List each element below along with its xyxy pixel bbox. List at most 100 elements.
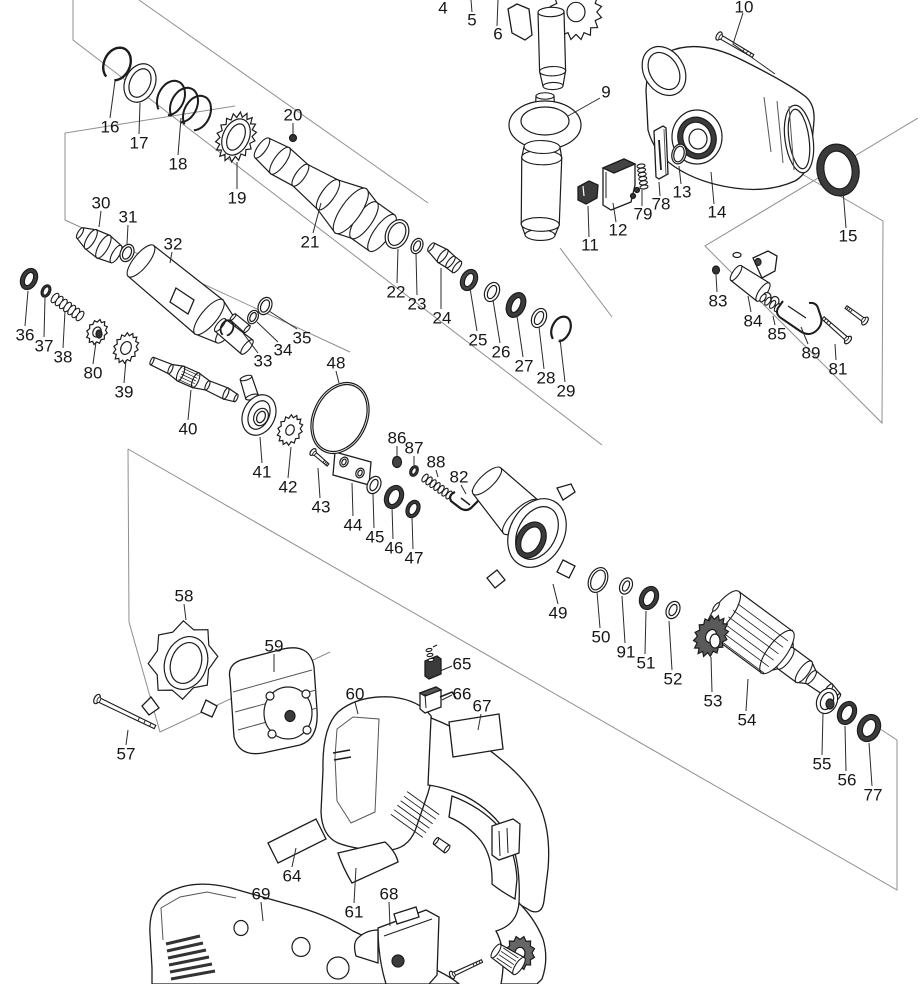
leader-line: [868, 742, 873, 787]
leader-line: [621, 595, 626, 644]
part-handle-clamp-4-6: [507, 0, 603, 91]
part-number-label: 85: [768, 325, 787, 344]
part-number-label: 56: [838, 771, 857, 790]
part-91: [618, 577, 634, 595]
part-79: [636, 163, 649, 190]
part-68: [353, 906, 440, 984]
part-36: [19, 267, 39, 291]
frame-line: [64, 105, 351, 353]
part-31: [119, 243, 135, 263]
part-number-label: 86: [388, 429, 407, 448]
part-34: [246, 309, 260, 325]
part-number-label: 66: [453, 685, 472, 704]
leader-line: [24, 290, 29, 327]
leader-line: [567, 97, 601, 117]
part-number-label: 51: [637, 654, 656, 673]
frame-line: [559, 247, 613, 318]
part-28: [530, 307, 548, 329]
leader-line: [435, 469, 439, 478]
part-64: [267, 818, 327, 864]
part-number-label: 77: [864, 786, 883, 805]
part-number-label: 59: [265, 637, 284, 656]
leader-line: [834, 343, 837, 361]
part-number-label: 44: [344, 516, 363, 535]
part-22: [384, 219, 410, 249]
leader-line: [138, 102, 141, 135]
part-number-label: 80: [84, 364, 103, 383]
part-77: [856, 713, 882, 743]
leader-line: [821, 712, 824, 756]
frame-line: [72, 0, 603, 446]
part-number-label: 36: [16, 326, 35, 345]
frame-line: [127, 448, 898, 891]
part-number-label: 20: [284, 106, 303, 125]
part-67: [448, 713, 504, 758]
part-12: [601, 158, 641, 211]
part-13: [671, 143, 687, 165]
part-number-label: 31: [119, 208, 138, 227]
part-number-label: 52: [664, 670, 683, 689]
part-66: [418, 686, 457, 714]
part-number-label: 57: [117, 745, 136, 764]
part-number-label: 38: [54, 348, 73, 367]
part-number-label: 47: [405, 549, 424, 568]
part-88: [421, 473, 453, 500]
leader-line: [559, 338, 566, 383]
parts: [19, 0, 882, 984]
part-number-label: 22: [387, 283, 406, 302]
leader-line: [177, 117, 182, 156]
part-number-label: 91: [617, 643, 636, 662]
leader-line: [844, 725, 847, 772]
leader-line: [335, 370, 340, 384]
part-25: [459, 268, 479, 292]
part-35: [257, 296, 273, 316]
part-37: [40, 284, 52, 298]
leader-line: [391, 506, 394, 540]
leader-line: [62, 310, 66, 349]
leader-line: [98, 210, 102, 228]
part-45: [366, 475, 382, 495]
part-80: [85, 318, 109, 346]
part-number-label: 82: [450, 468, 469, 487]
part-20: [288, 133, 298, 143]
part-14: [641, 45, 815, 191]
part-61: [337, 841, 399, 884]
part-number-label: 40: [179, 420, 198, 439]
part-number-label: 53: [704, 692, 723, 711]
part-39: [112, 331, 140, 365]
part-55: [815, 687, 839, 715]
leader-line: [353, 867, 357, 904]
part-number-label: 32: [164, 235, 183, 254]
part-48: [310, 381, 370, 455]
part-number-label: 26: [492, 343, 511, 362]
part-number-label: 16: [101, 118, 120, 137]
leader-line: [710, 171, 715, 205]
part-number-label: 13: [673, 183, 692, 202]
part-number-label: 49: [549, 604, 568, 623]
part-number-label: 25: [469, 331, 488, 350]
leader-line: [678, 165, 682, 185]
part-number-label: 84: [744, 312, 763, 331]
part-number-label: 67: [473, 697, 492, 716]
part-30: [75, 227, 123, 264]
part-number-label: 78: [652, 195, 671, 214]
part-number-label: 29: [557, 382, 576, 401]
part-27: [505, 292, 527, 318]
part-bottom-screw: [448, 943, 526, 980]
part-89: [776, 300, 823, 335]
part-number-label: 28: [537, 369, 556, 388]
leader-line: [415, 253, 418, 296]
part-number-label: 18: [169, 155, 188, 174]
part-58: [141, 619, 219, 718]
part-number-label: 87: [405, 439, 424, 458]
leader-line: [396, 248, 399, 284]
leader-line: [372, 493, 375, 529]
part-78: [653, 125, 669, 180]
part-52: [665, 600, 681, 620]
leader-line: [351, 482, 354, 517]
part-44: [332, 451, 372, 486]
part-81: [821, 304, 869, 345]
part-38: [50, 292, 85, 322]
leader-line: [291, 847, 297, 868]
leader-line: [516, 315, 524, 358]
